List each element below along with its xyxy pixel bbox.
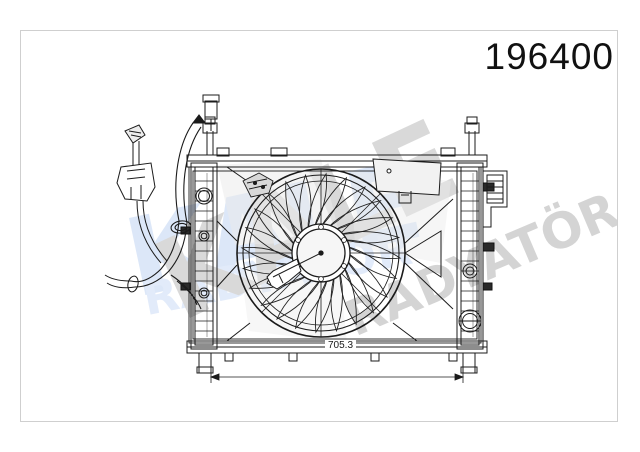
technical-drawing-svg: [104, 94, 508, 383]
electrical-connector: [116, 124, 168, 264]
fan-control-module: [372, 158, 442, 204]
part-number: 196400: [484, 36, 614, 77]
dimension-value-label: 705.3: [325, 340, 357, 351]
frame-top-rail: [186, 116, 488, 168]
radiator-left-tank: [180, 162, 218, 350]
radiator-right-tank: [456, 162, 508, 350]
coolant-hose-assembly: [130, 114, 207, 310]
lower-inlet-pipe: [104, 274, 139, 293]
fan-motor-connector: [266, 252, 322, 290]
filler-neck: [202, 94, 220, 131]
shroud-top-detail: [242, 172, 274, 198]
overall-width-dimension: [209, 357, 465, 383]
